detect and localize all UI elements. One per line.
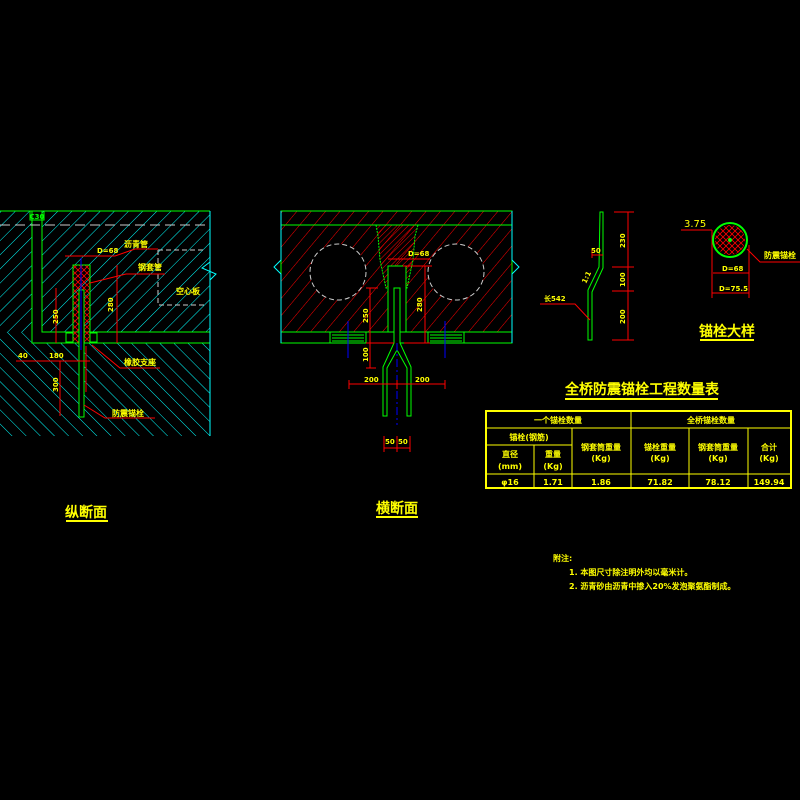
label-anchor-bolt: 防震锚栓 <box>112 408 144 418</box>
th-diameter: 直径 <box>502 449 518 459</box>
dim-50: 50 <box>591 247 601 255</box>
cell-sum: 149.94 <box>754 478 785 487</box>
label-hollow-slab: 空心板 <box>176 286 201 296</box>
dim-d-outer: D=75.5 <box>719 285 748 293</box>
title-detail: 锚栓大样 <box>699 323 755 340</box>
dim-230: 230 <box>619 233 627 248</box>
th-bolt: 锚栓(钢筋) <box>509 432 548 442</box>
bent-anchor-bolt <box>587 211 604 341</box>
dim-280: 280 <box>416 297 424 312</box>
dim-280: 280 <box>107 297 115 312</box>
th-sum: 合计 <box>760 442 777 452</box>
dim-50-left: 50 <box>385 438 395 446</box>
title-longitudinal: 纵断面 <box>65 504 107 521</box>
label-steel-sleeve: 钢套管 <box>138 262 162 272</box>
longitudinal-section: C30 D=68 250 280 40 180 300 沥青管 钢套管 空心板 … <box>0 210 217 522</box>
notes: 附注: 1. 本图尺寸除注明外均以毫米计。 2. 沥青砂由沥青中掺入20%发泡聚… <box>553 553 736 591</box>
top-tag: C30 <box>30 213 45 221</box>
quantity-table: 全桥防震锚栓工程数量表 一个锚栓数量 全桥锚栓数量 锚栓(钢筋) 直径 (mm)… <box>485 381 792 489</box>
th-group2: 全桥锚栓数量 <box>686 415 735 425</box>
th-total-bolt-unit: (Kg) <box>650 454 669 463</box>
th-diameter-unit: (mm) <box>498 462 522 471</box>
cell-weight: 1.71 <box>543 478 563 487</box>
th-total-sleeve: 钢套筒重量 <box>698 442 738 452</box>
dim-40: 40 <box>18 352 28 360</box>
th-sleeve: 钢套筒重量 <box>581 442 621 452</box>
dim-d: D=68 <box>97 247 119 255</box>
cell-total-bolt: 71.82 <box>647 478 672 487</box>
dim-200-left: 200 <box>364 376 379 384</box>
th-sleeve-unit: (Kg) <box>591 454 610 463</box>
top-tag-box <box>29 210 45 221</box>
anchor-detail: 230 100 200 50 1:1 长542 3.75 防震锚栓 D=68 D… <box>540 211 800 341</box>
dim-50-right: 50 <box>398 438 408 446</box>
table-title: 全桥防震锚栓工程数量表 <box>564 381 720 398</box>
th-weight: 重量 <box>545 449 561 459</box>
dim-200-right: 200 <box>415 376 430 384</box>
dim-300: 300 <box>52 377 60 392</box>
transverse-section: D=68 280 250 100 200 200 50 50 横断面 <box>273 210 520 518</box>
cell-sleeve: 1.86 <box>591 478 611 487</box>
label-asphalt-pipe: 沥青管 <box>124 239 148 249</box>
dim-d-inner: D=68 <box>722 265 744 273</box>
dim-180: 180 <box>49 352 64 360</box>
title-transverse: 横断面 <box>376 500 418 517</box>
notes-heading: 附注: <box>553 553 572 563</box>
note-2: 2. 沥青砂由沥青中掺入20%发泡聚氨酯制成。 <box>569 581 736 591</box>
cell-total-sleeve: 78.12 <box>705 478 730 487</box>
th-group1: 一个锚栓数量 <box>534 415 582 425</box>
dim-length: 长542 <box>544 294 566 303</box>
th-sum-unit: (Kg) <box>759 454 778 463</box>
dim-250: 250 <box>52 309 60 324</box>
dim-wall: 3.75 <box>684 219 706 230</box>
th-total-bolt: 锚栓重量 <box>644 442 676 452</box>
label-anchor-bolt: 防震锚栓 <box>764 250 796 260</box>
th-total-sleeve-unit: (Kg) <box>708 454 727 463</box>
sleeve-circle <box>712 222 748 258</box>
th-weight-unit: (Kg) <box>543 462 562 471</box>
dim-100: 100 <box>362 347 370 362</box>
dim-d: D=68 <box>408 250 430 258</box>
table-row: φ16 1.71 1.86 71.82 78.12 149.94 <box>501 478 785 487</box>
label-rubber-bearing: 橡胶支座 <box>124 357 156 367</box>
dim-200: 200 <box>619 309 627 324</box>
dim-100: 100 <box>619 272 627 287</box>
cell-diameter: φ16 <box>501 478 519 487</box>
dim-250: 250 <box>362 308 370 323</box>
note-1: 1. 本图尺寸除注明外均以毫米计。 <box>569 567 692 577</box>
